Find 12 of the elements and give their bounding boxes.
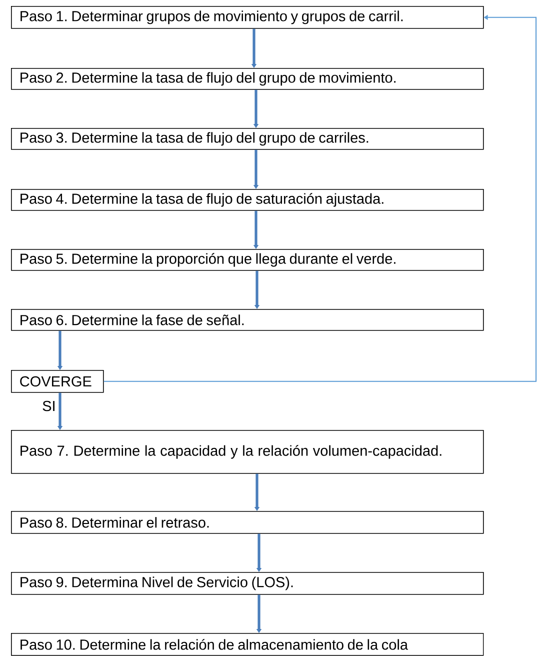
process-box: Paso 10. Determine la relación de almacenamiento de la cola (11, 633, 484, 656)
process-box: Paso 9. Determina Nivel de Servicio (LOS). (11, 572, 484, 595)
process-box: Paso 3. Determine la tasa de flujo del grupo de carriles. (11, 128, 484, 150)
process-box: Paso 2. Determine la tasa de flujo del grupo de movimiento. (11, 68, 484, 90)
edge-label: SI (42, 400, 54, 412)
process-box: Paso 8. Determinar el retraso. (11, 511, 484, 534)
process-box: Paso 6. Determine la fase de señal. (11, 309, 484, 331)
process-box: Paso 5. Determine la proporción que llega durante el verde. (11, 249, 484, 271)
process-box: Paso 1. Determinar grupos de movimiento y grupos de carril. (11, 6, 484, 29)
process-box: Paso 4. Determine la tasa de flujo de saturación ajustada. (11, 189, 484, 211)
process-box: Paso 7. Determine la capacidad y la relación volumen-capacidad. (11, 430, 484, 474)
process-box: COVERGE (11, 370, 104, 393)
